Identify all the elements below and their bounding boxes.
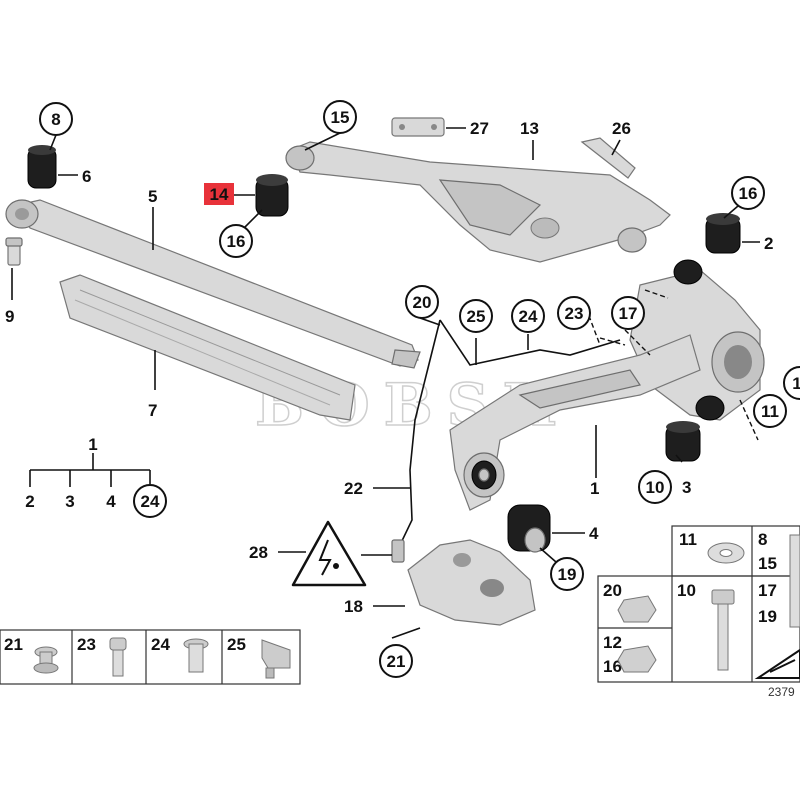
fastener-23-label: 23 — [77, 635, 96, 654]
fastener-11-label: 11 — [679, 530, 697, 549]
label-2: 2 — [764, 234, 773, 253]
svg-text:16: 16 — [739, 184, 758, 203]
callout-25: 25 — [459, 299, 493, 333]
svg-text:11: 11 — [761, 402, 779, 421]
svg-text:8: 8 — [51, 110, 60, 129]
fastener-24-label: 24 — [151, 635, 170, 654]
wheel-carrier — [629, 259, 765, 421]
callout-15: 15 — [323, 100, 357, 134]
callout-19: 19 — [550, 557, 584, 591]
dashed-leader-lines — [585, 289, 759, 441]
label-6: 6 — [82, 167, 91, 186]
control-arm-1 — [449, 334, 701, 511]
svg-text:25: 25 — [467, 307, 486, 326]
rubber-bushing-6-icon — [27, 145, 57, 189]
fastener-19-label: 19 — [758, 607, 777, 626]
svg-text:24: 24 — [141, 492, 160, 511]
label-13: 13 — [520, 119, 539, 138]
callout-16a: 16 — [219, 224, 253, 258]
fastener-panel-right: 11 8 15 20 10 17 19 12 16 — [597, 525, 800, 683]
label-5: 5 — [148, 187, 157, 206]
brake-line-22 — [391, 319, 621, 563]
warning-triangle-28-icon — [291, 520, 367, 587]
fastener-25-label: 25 — [227, 635, 246, 654]
fastener-17-label: 17 — [758, 581, 777, 600]
callout-10: 10 — [638, 470, 672, 504]
fastener-8-label: 8 — [758, 530, 767, 549]
rubber-bushing-3-icon — [665, 421, 701, 462]
drawing-code: 2379 — [768, 685, 795, 699]
svg-text:23: 23 — [565, 304, 584, 323]
callout-1-edge: 1 — [783, 366, 800, 400]
callout-21: 21 — [379, 644, 413, 678]
clip-26-icon — [580, 137, 636, 179]
label-3: 3 — [682, 478, 691, 497]
svg-text:20: 20 — [413, 293, 432, 312]
control-arm-13 — [285, 141, 671, 263]
callout-24: 24 — [511, 299, 545, 333]
svg-text:10: 10 — [646, 478, 665, 497]
label-22: 22 — [344, 479, 363, 498]
label-27: 27 — [470, 119, 489, 138]
rubber-bushing-19-icon — [507, 504, 551, 553]
rubber-bushing-14-icon — [255, 174, 289, 217]
fastener-20-label: 20 — [603, 581, 622, 600]
tree-label-2: 2 — [25, 492, 34, 511]
svg-text:16: 16 — [227, 232, 246, 251]
svg-text:1: 1 — [792, 374, 800, 393]
leader-lines — [11, 127, 760, 639]
callout-17: 17 — [611, 296, 645, 330]
fastener-15-label: 15 — [758, 554, 777, 573]
svg-text:24: 24 — [519, 307, 538, 326]
fastener-panel-bottom: 21 23 24 25 — [0, 629, 301, 685]
underbody-shield-7 — [59, 274, 356, 421]
tree-label-1: 1 — [88, 435, 97, 454]
bracket-27-icon — [391, 117, 445, 137]
fastener-12-label: 12 — [603, 633, 622, 652]
svg-text:17: 17 — [619, 304, 638, 323]
fastener-10-label: 10 — [677, 581, 696, 600]
mount-bracket-18 — [407, 539, 536, 626]
label-1: 1 — [590, 479, 599, 498]
svg-text:21: 21 — [387, 652, 406, 671]
strut-rod-5 — [5, 199, 421, 369]
label-9: 9 — [5, 307, 14, 326]
tree-label-3: 3 — [65, 492, 74, 511]
label-4: 4 — [589, 524, 599, 543]
tree-label-4: 4 — [106, 492, 116, 511]
bolt-9-icon — [5, 237, 23, 266]
fastener-16-label: 16 — [603, 657, 622, 676]
callout-24-tree: 24 — [133, 484, 167, 518]
callout-20: 20 — [405, 285, 439, 319]
fastener-21-label: 21 — [4, 635, 23, 654]
label-26: 26 — [612, 119, 631, 138]
highlighted-part-14: 14 — [204, 183, 234, 205]
svg-text:15: 15 — [331, 108, 350, 127]
callout-23: 23 — [557, 296, 591, 330]
rubber-bushing-4-icon — [463, 452, 505, 498]
label-18: 18 — [344, 597, 363, 616]
svg-text:19: 19 — [558, 565, 577, 584]
rubber-bushing-2-icon — [705, 213, 741, 254]
svg-text:14: 14 — [210, 185, 229, 204]
callout-16b: 16 — [731, 176, 765, 210]
label-28: 28 — [249, 543, 268, 562]
label-7: 7 — [148, 401, 157, 420]
callout-11: 11 — [753, 394, 787, 428]
callout-8: 8 — [39, 102, 73, 136]
